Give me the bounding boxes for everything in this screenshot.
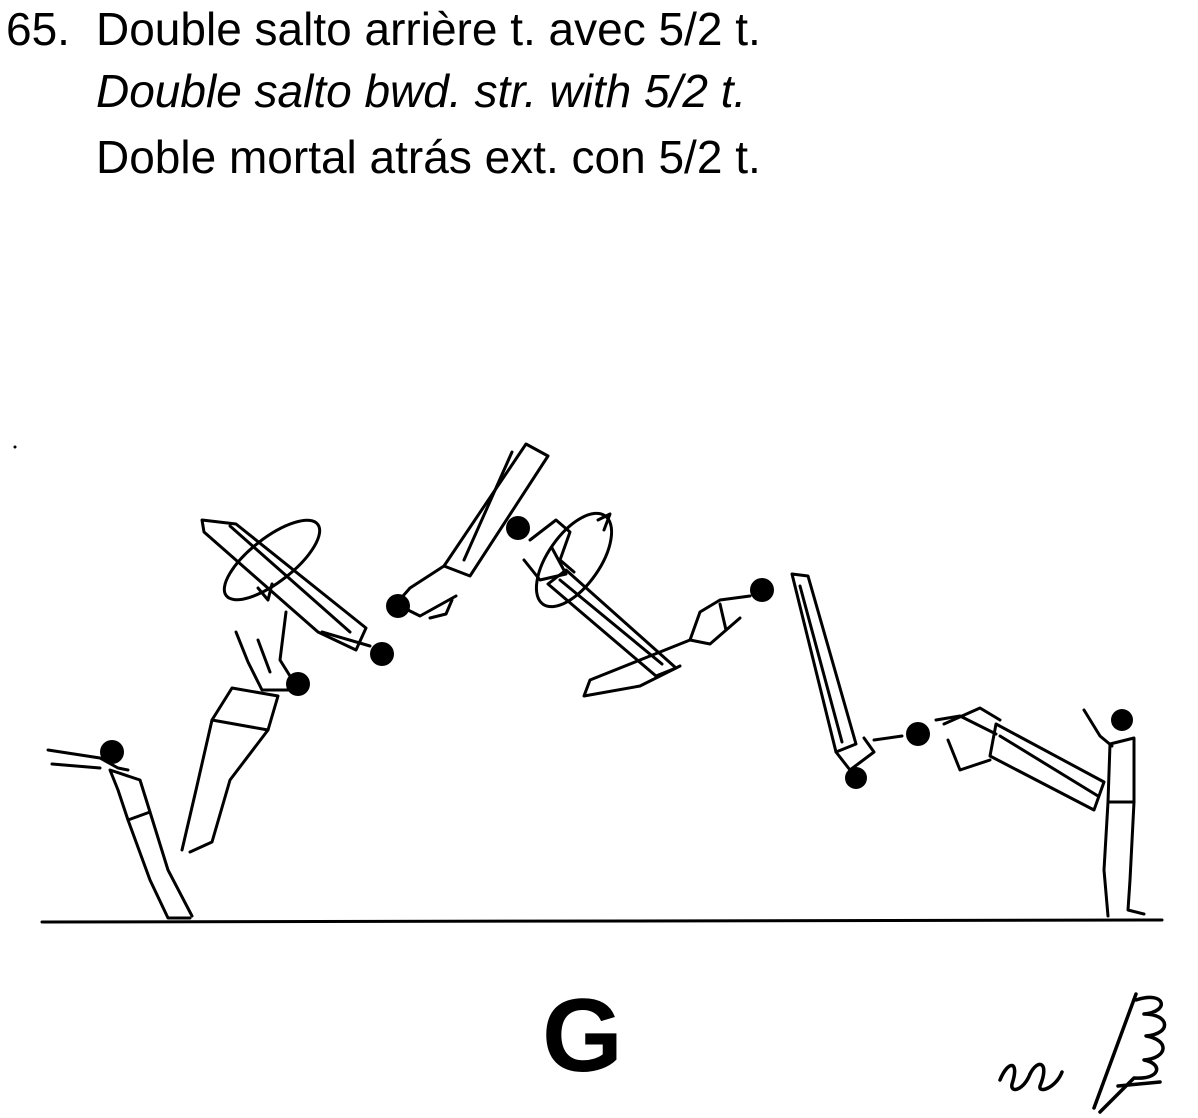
gymnast-figure-9: [1082, 708, 1146, 918]
element-number: 65.: [6, 3, 70, 55]
gymnast-figure-6: [582, 578, 774, 698]
gymnast-figure-1: [46, 740, 194, 920]
title-french: Double salto arrière t. avec 5/2 t.: [96, 3, 761, 55]
floor-line: [40, 918, 1164, 924]
gymnast-figure-7: [790, 572, 904, 789]
gymnast-figure-2: [180, 610, 310, 854]
gymnast-figure-8: [906, 706, 1106, 812]
difficulty-grade: G: [542, 978, 623, 1094]
title-english: Double salto bwd. str. with 5/2 t.: [96, 65, 747, 117]
signature-mark: [998, 992, 1167, 1114]
title-spanish: Doble mortal atrás ext. con 5/2 t.: [96, 131, 761, 183]
gymnast-figure-5: [506, 511, 678, 678]
gymnast-figure-4: [386, 442, 550, 620]
gymnast-figure-3: [200, 518, 394, 666]
